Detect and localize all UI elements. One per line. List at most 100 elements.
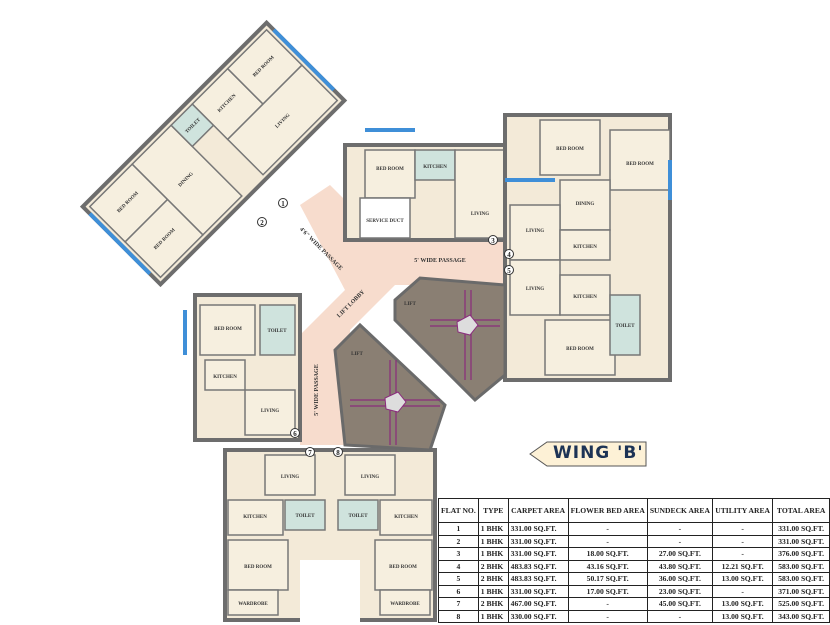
- room-label: LIVING: [526, 287, 544, 292]
- passage-label: 5' WIDE PASSAGE: [314, 364, 320, 415]
- flat-number: 2: [260, 219, 264, 227]
- lift-core: LIFT LIFT: [333, 276, 507, 452]
- room-label: WARDROBE: [238, 602, 268, 607]
- lift-label: LIFT: [404, 302, 416, 307]
- table-cell: 18.00 SQ.FT.: [567, 547, 648, 561]
- table-cell: 6: [438, 584, 479, 598]
- room-label: BED ROOM: [376, 167, 404, 172]
- room-label: KITCHEN: [213, 375, 237, 380]
- toilet-label: TOILET: [267, 329, 287, 334]
- lift-label: LIFT: [351, 352, 363, 357]
- table-cell: 331.00 SQ.FT.: [507, 547, 569, 561]
- room-label: KITCHEN: [243, 515, 267, 520]
- room-label: BED ROOM: [214, 327, 242, 332]
- service-duct-label: SERVICE DUCT: [366, 219, 404, 224]
- table-cell: 330.00 SQ.FT.: [507, 609, 569, 623]
- room-label: KITCHEN: [394, 515, 418, 520]
- header-flower-bed-area: FLOWER BED AREA: [567, 498, 648, 523]
- area-table: FLAT NO. TYPE CARPET AREA FLOWER BED ARE…: [438, 498, 830, 623]
- table-cell: -: [646, 609, 713, 623]
- unit-upper-middle: BED ROOM KITCHEN LIVING SERVICE DUCT: [343, 128, 507, 242]
- table-cell: 43.16 SQ.FT.: [567, 559, 648, 573]
- table-cell: -: [646, 534, 713, 548]
- room-label: BED ROOM: [389, 565, 417, 570]
- header-carpet-area: CARPET AREA: [507, 498, 569, 523]
- room-label: LIVING: [281, 475, 299, 480]
- table-cell: 583.00 SQ.FT.: [772, 559, 830, 573]
- table-header-row: FLAT NO. TYPE CARPET AREA FLOWER BED ARE…: [438, 498, 830, 523]
- room-label: KITCHEN: [573, 245, 597, 250]
- header-utility-area: UTILITY AREA: [711, 498, 774, 523]
- table-cell: 1 BHK: [477, 534, 509, 548]
- table-cell: 343.00 SQ.FT.: [772, 609, 830, 623]
- table-cell: 13.00 SQ.FT.: [711, 597, 774, 611]
- table-cell: 331.00 SQ.FT.: [772, 534, 830, 548]
- header-type: TYPE: [477, 498, 509, 523]
- table-cell: 331.00 SQ.FT.: [507, 522, 569, 536]
- table-cell: 2 BHK: [477, 597, 509, 611]
- table-cell: 376.00 SQ.FT.: [772, 547, 830, 561]
- room-label: LIVING: [261, 409, 279, 414]
- table-cell: 331.00 SQ.FT.: [772, 522, 830, 536]
- table-cell: 1 BHK: [477, 584, 509, 598]
- table-cell: 467.00 SQ.FT.: [507, 597, 569, 611]
- table-cell: -: [711, 534, 774, 548]
- flat-number: 3: [491, 237, 495, 245]
- table-cell: 13.00 SQ.FT.: [711, 609, 774, 623]
- flat-number: 8: [336, 449, 340, 457]
- table-cell: 23.00 SQ.FT.: [646, 584, 713, 598]
- table-cell: -: [711, 522, 774, 536]
- table-cell: 5: [438, 572, 479, 586]
- table-cell: -: [567, 597, 648, 611]
- table-cell: 483.83 SQ.FT.: [507, 559, 569, 573]
- room-label: KITCHEN: [573, 295, 597, 300]
- room-label: LIVING: [471, 212, 489, 217]
- table-cell: 17.00 SQ.FT.: [567, 584, 648, 598]
- table-cell: 12.21 SQ.FT.: [711, 559, 774, 573]
- wing-label: WING 'B': [553, 443, 644, 463]
- table-cell: 1 BHK: [477, 522, 509, 536]
- room-label: BED ROOM: [566, 347, 594, 352]
- table-cell: 1 BHK: [477, 547, 509, 561]
- unit-left: BED ROOM TOILET KITCHEN LIVING: [183, 293, 302, 442]
- flat-number: 5: [507, 267, 511, 275]
- flat-number: 6: [293, 430, 297, 438]
- table-cell: 3: [438, 547, 479, 561]
- toilet-label: TOILET: [295, 514, 315, 519]
- table-cell: 50.17 SQ.FT.: [567, 572, 648, 586]
- table-cell: -: [567, 609, 648, 623]
- table-cell: 45.00 SQ.FT.: [646, 597, 713, 611]
- table-cell: 8: [438, 609, 479, 623]
- room-label: LIVING: [361, 475, 379, 480]
- toilet-label: TOILET: [348, 514, 368, 519]
- table-cell: 483.83 SQ.FT.: [507, 572, 569, 586]
- table-cell: 4: [438, 559, 479, 573]
- table-cell: 2 BHK: [477, 559, 509, 573]
- header-flat-no: FLAT NO.: [438, 498, 479, 523]
- unit-bottom: LIVING LIVING KITCHEN TOILET TOILET KITC…: [223, 448, 437, 625]
- table-cell: 36.00 SQ.FT.: [646, 572, 713, 586]
- room-label: LIVING: [526, 229, 544, 234]
- header-total-area: TOTAL AREA: [772, 498, 830, 523]
- toilet-label: TOILET: [615, 324, 635, 329]
- table-cell: 27.00 SQ.FT.: [646, 547, 713, 561]
- flat-number: 1: [281, 200, 285, 208]
- room-label: BED ROOM: [244, 565, 272, 570]
- flat-number: 7: [308, 449, 312, 457]
- table-cell: 2 BHK: [477, 572, 509, 586]
- table-cell: 1: [438, 522, 479, 536]
- table-cell: -: [711, 584, 774, 598]
- flat-number: 4: [507, 251, 511, 259]
- table-cell: 331.00 SQ.FT.: [507, 534, 569, 548]
- unit-upper-left: BED ROOM BED ROOM DINING TOILET KITCHEN …: [79, 19, 348, 288]
- unit-right: BED ROOM BED ROOM DINING LIVING KITCHEN …: [503, 113, 672, 382]
- table-cell: -: [711, 547, 774, 561]
- wing-label-badge: WING 'B': [529, 441, 647, 467]
